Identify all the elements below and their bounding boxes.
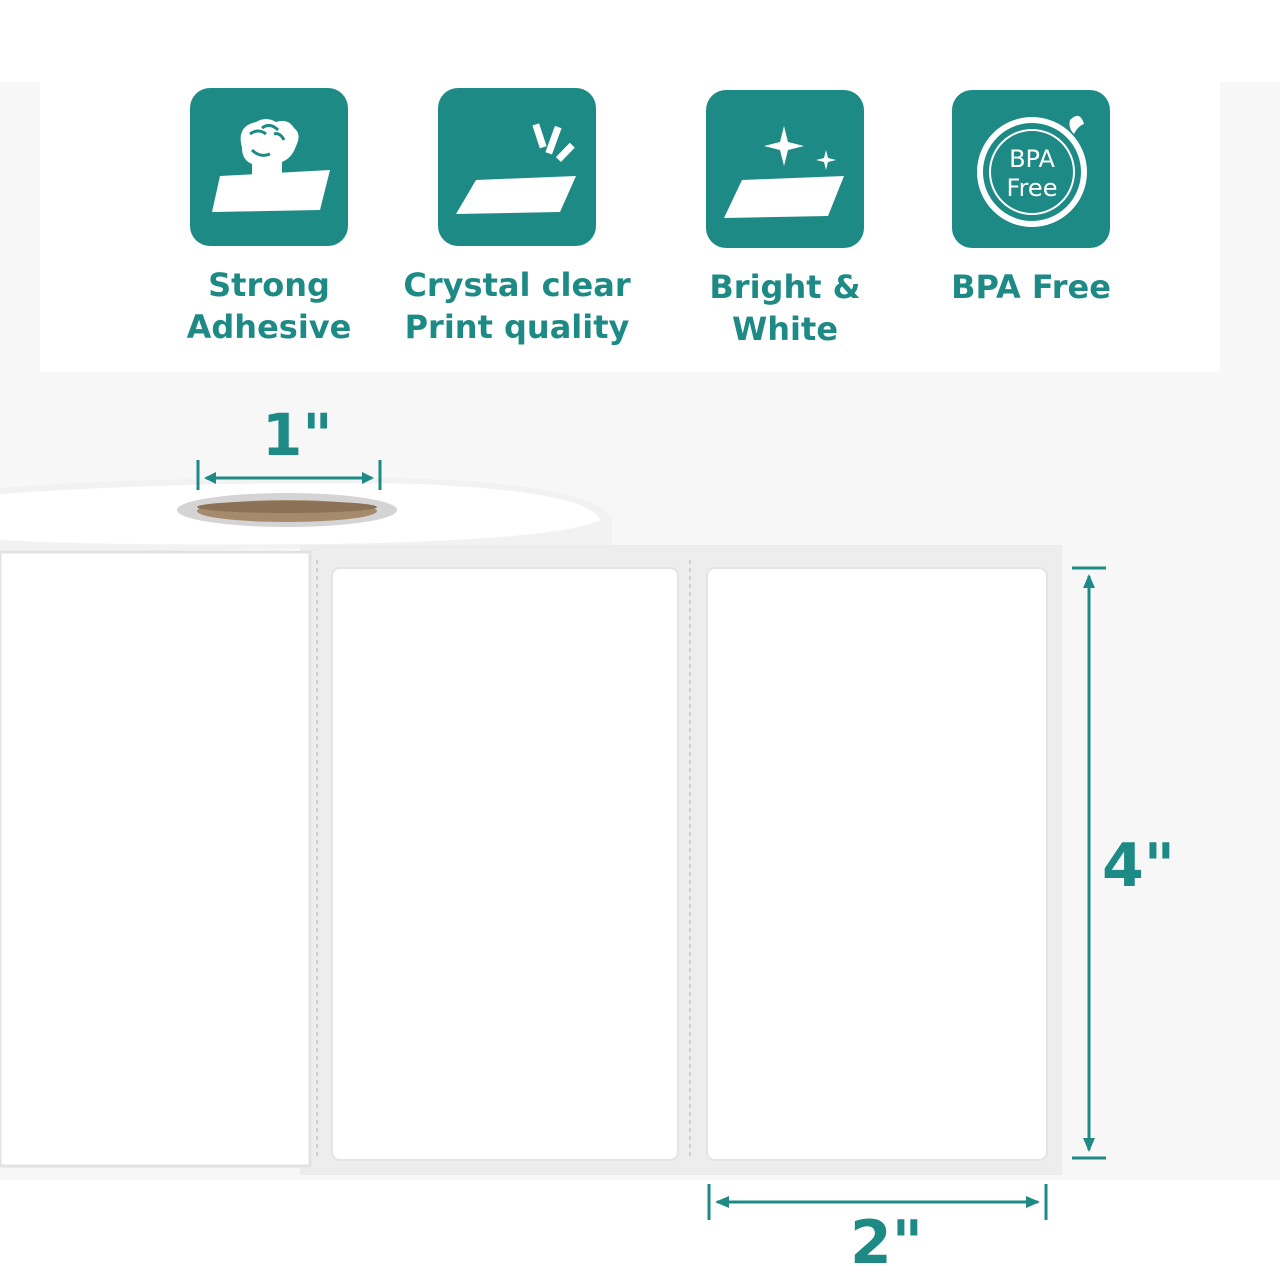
label-roll-illustration	[0, 460, 1106, 1220]
feature-strong-adhesive: Strong Adhesive	[149, 88, 389, 348]
bpa-free-badge-icon: BPA Free	[952, 90, 1110, 248]
roll-core-inner	[197, 501, 377, 513]
feature-crystal-clear: Crystal clear Print quality	[397, 88, 637, 348]
feature-label-line: Strong	[208, 266, 330, 304]
fist-on-label-icon	[190, 88, 348, 246]
label-sticker	[706, 567, 1048, 1161]
feature-label: BPA Free	[911, 266, 1151, 308]
feature-label-line: Bright &	[709, 268, 861, 306]
feature-label-line: White	[731, 310, 839, 348]
label-partial	[0, 550, 312, 1168]
height-dimension-label: 4"	[1102, 831, 1176, 901]
feature-bright-white: Bright & White	[665, 90, 905, 350]
bottom-background	[0, 1180, 1280, 1280]
core-dimension-label: 1"	[262, 401, 333, 469]
top-background	[0, 0, 1280, 82]
badge-text-line: Free	[1007, 174, 1058, 202]
sparkle-icon	[706, 90, 864, 248]
feature-label: Bright & White	[665, 266, 905, 350]
badge-text-line: BPA	[1009, 145, 1055, 173]
feature-label: Crystal clear Print quality	[397, 264, 637, 348]
feature-bpa-free: BPA Free BPA Free	[911, 90, 1151, 308]
label-sticker	[331, 567, 679, 1161]
feature-label: Strong Adhesive	[149, 264, 389, 348]
feature-label-line: Adhesive	[186, 308, 352, 346]
feature-label-line: Print quality	[404, 308, 630, 346]
print-lines-icon	[438, 88, 596, 246]
width-dimension-label: 2"	[850, 1208, 924, 1278]
feature-label-line: BPA Free	[951, 268, 1111, 306]
feature-label-line: Crystal clear	[403, 266, 631, 304]
